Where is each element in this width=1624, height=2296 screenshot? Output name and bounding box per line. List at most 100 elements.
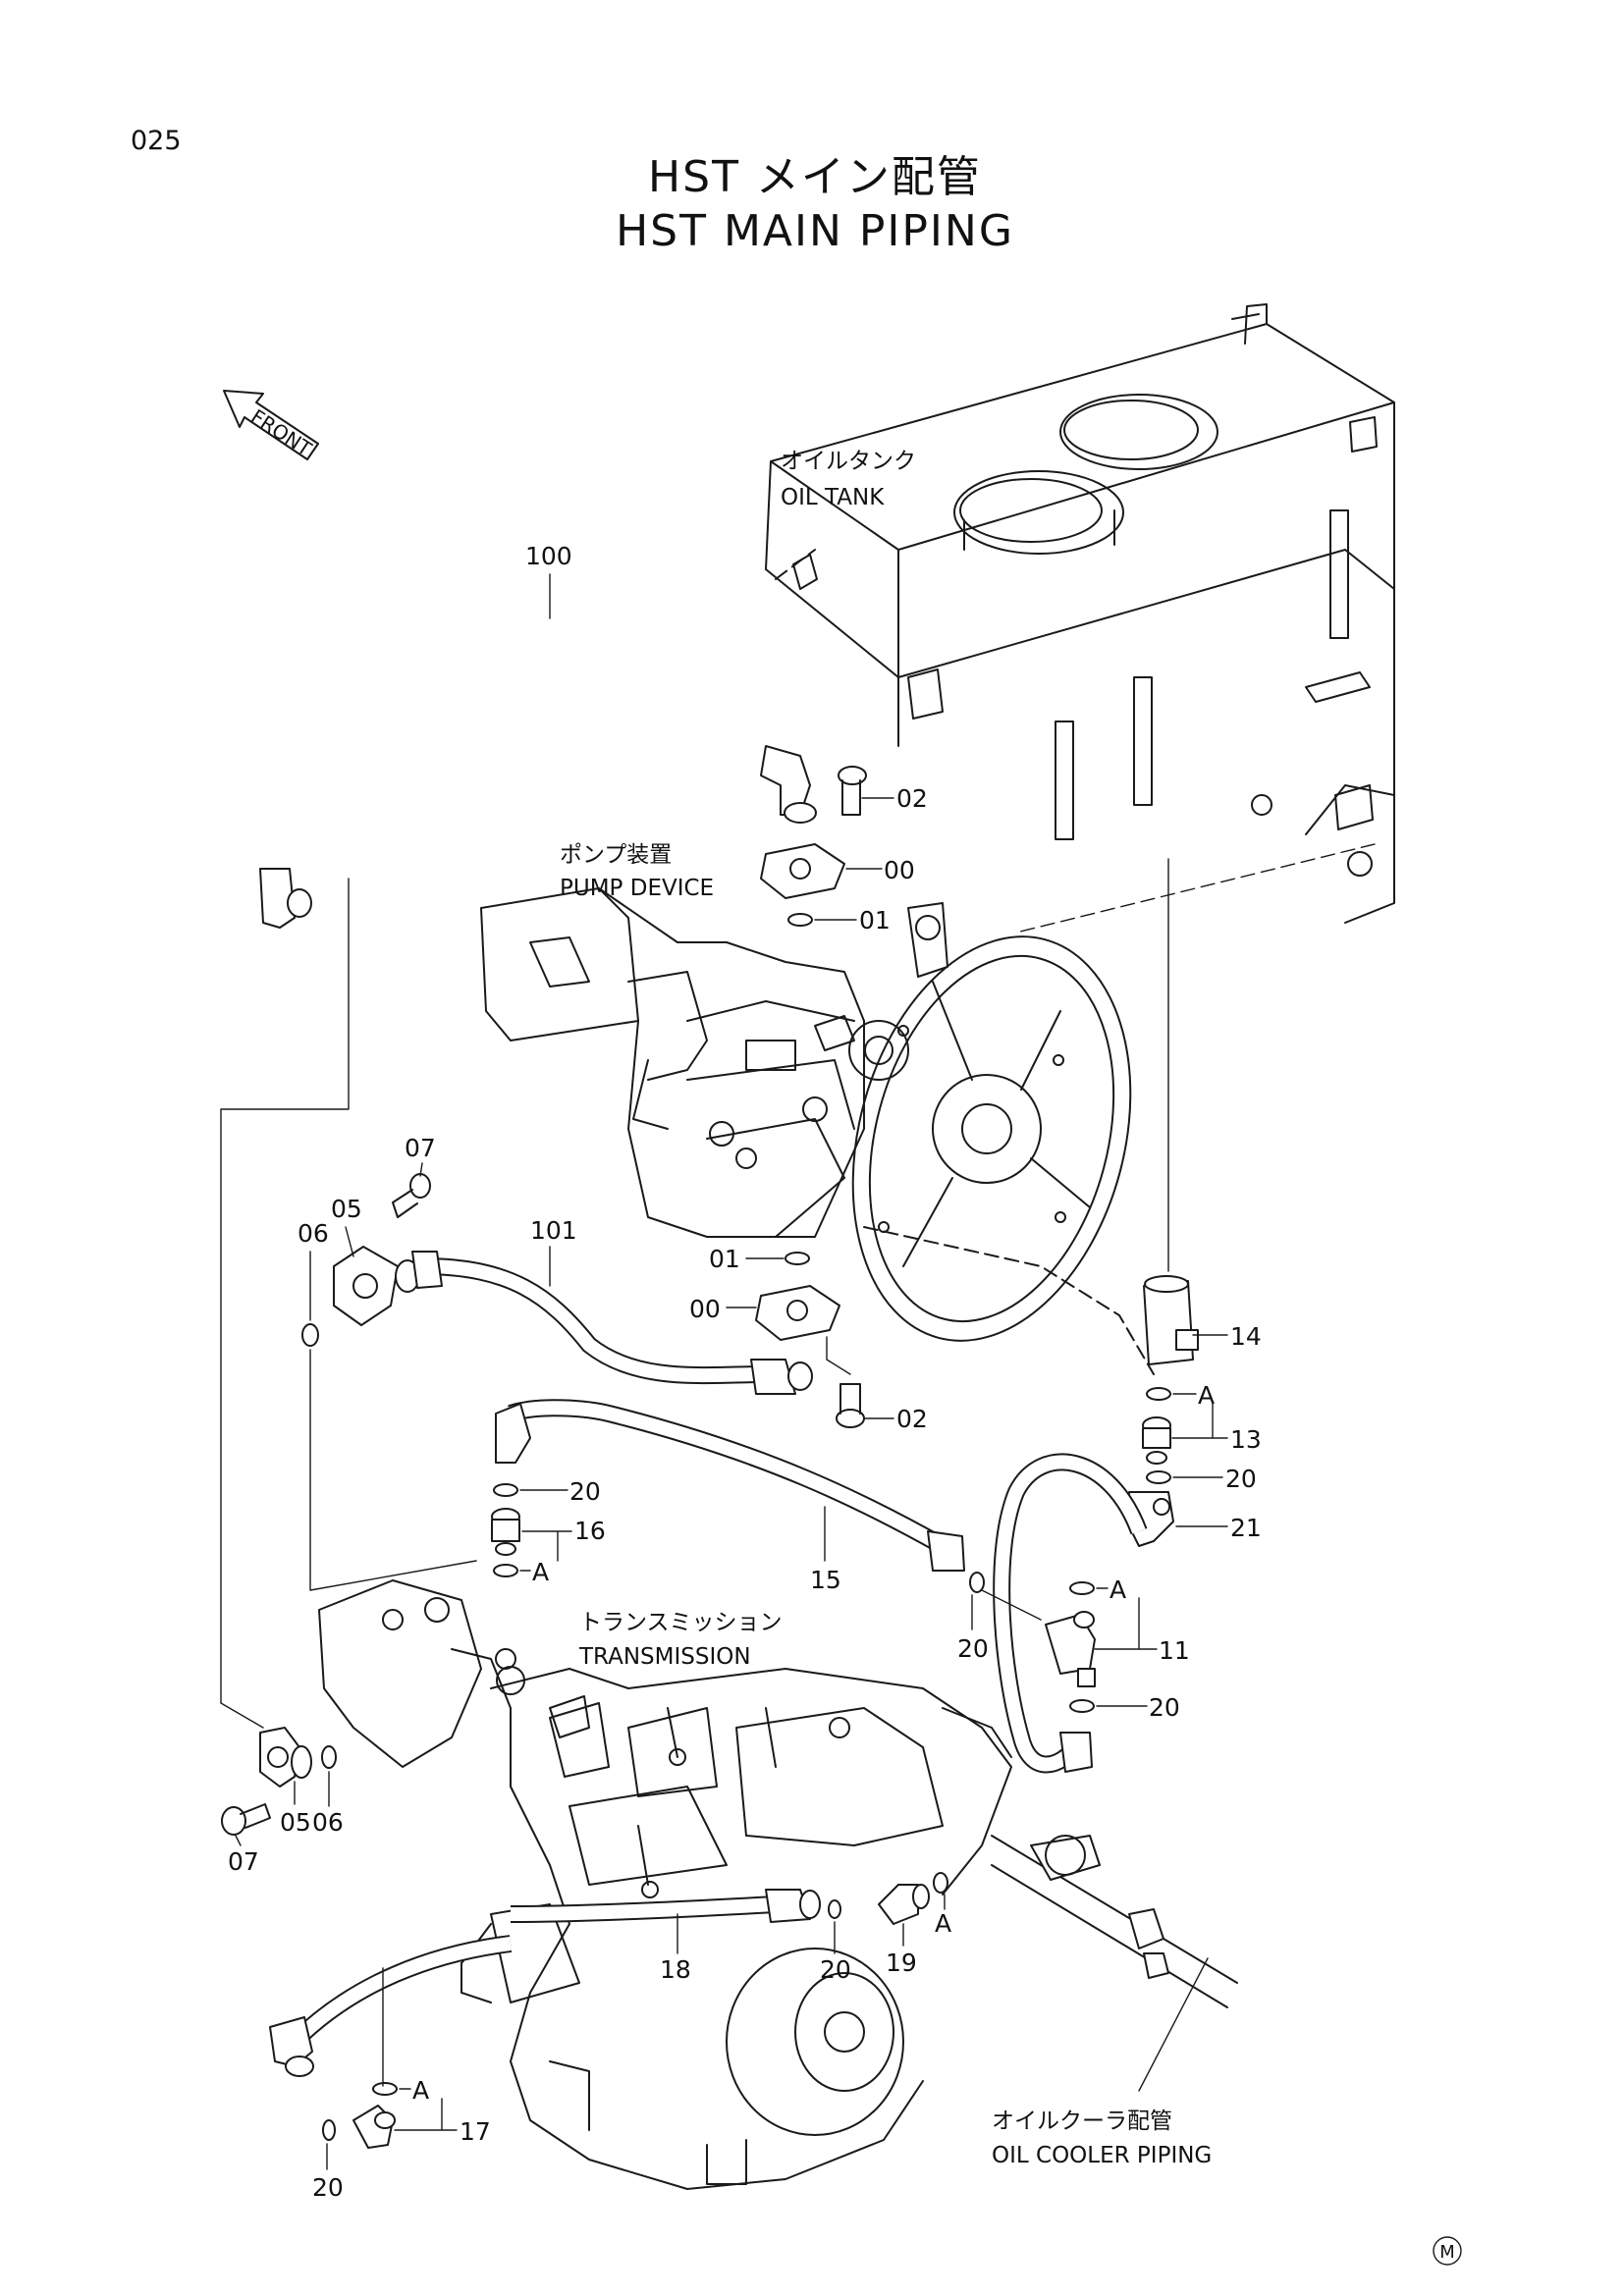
- callout-A-3: A: [1110, 1575, 1126, 1604]
- callout-07-lower: 07: [228, 1847, 259, 1876]
- elbow-19: [878, 1884, 930, 1925]
- callout-05-upper: 05: [331, 1195, 362, 1223]
- frame-line-left-lower: [309, 1349, 477, 1591]
- callout-19: 19: [886, 1949, 917, 1977]
- callout-18: 18: [660, 1955, 691, 1984]
- callout-A-4: A: [935, 1909, 951, 1938]
- hose-100: [259, 619, 817, 929]
- callout-11: 11: [1159, 1636, 1190, 1665]
- leader-oil-cooler: [1138, 1957, 1209, 2092]
- pump-device-drawing: [480, 887, 1155, 1375]
- callout-01-lower: 01: [709, 1245, 740, 1273]
- oring-06-upper: [301, 1323, 319, 1347]
- mark-letter: M: [1439, 2242, 1455, 2263]
- hose-17: [269, 1935, 513, 2077]
- frame-line-left-upper: [220, 878, 350, 1704]
- leader-bolt-02-lower-axis: [826, 1336, 851, 1375]
- frame-line-to-flange-05: [220, 1702, 264, 1729]
- oring-A-19: [933, 1872, 948, 1894]
- callout-06-lower: 06: [312, 1808, 344, 1837]
- tank-dashed-reference: [1015, 843, 1376, 934]
- transmission-label-jp: トランスミッション: [579, 1610, 783, 1635]
- leader-11: [981, 1589, 1158, 1650]
- front-arrow-icon: FRONT: [223, 390, 319, 461]
- callout-14: 14: [1230, 1322, 1262, 1351]
- leader-17: [394, 2098, 458, 2131]
- pump-device-label-en: PUMP DEVICE: [560, 876, 714, 901]
- callout-02-lower: 02: [896, 1405, 928, 1433]
- callout-02-upper: 02: [896, 784, 928, 813]
- hose-right-loop: [993, 1453, 1148, 1774]
- oring-01-lower: [785, 1252, 810, 1265]
- oring-20-f: [322, 2119, 336, 2141]
- callout-20-b: 20: [569, 1477, 601, 1506]
- oring-20-d: [1069, 1699, 1095, 1713]
- callout-A-1: A: [1198, 1381, 1215, 1410]
- flange-05-lower: [259, 1727, 312, 1788]
- oring-A-11: [1069, 1581, 1095, 1595]
- callout-00-upper: 00: [884, 856, 915, 884]
- callout-20-c: 20: [957, 1634, 989, 1663]
- bolt-07-lower: [221, 1803, 271, 1836]
- oil-tank-label-en: OIL TANK: [781, 485, 885, 510]
- oil-cooler-piping-drawing: [991, 1835, 1238, 2008]
- front-label: FRONT: [246, 404, 316, 461]
- callout-A-5: A: [412, 2076, 429, 2105]
- oil-tank-drawing: [765, 303, 1395, 924]
- callout-01-upper: 01: [859, 906, 891, 934]
- flange-00-lower: [755, 1285, 840, 1341]
- flange-00-upper: [760, 843, 845, 899]
- leader-07-upper: [419, 1162, 423, 1177]
- callout-16: 16: [574, 1517, 606, 1545]
- leader-07-lower: [235, 1835, 242, 1846]
- page-number: 025: [131, 126, 182, 156]
- oil-cooler-label-jp: オイルクーラ配管: [992, 2109, 1172, 2134]
- oring-A-13: [1146, 1387, 1171, 1401]
- callout-20-d: 20: [1149, 1693, 1180, 1722]
- pump-device-label-jp: ポンプ装置: [560, 842, 672, 868]
- mark-circle: [1433, 2236, 1462, 2266]
- fitting-14: [1143, 1275, 1199, 1365]
- callout-20-e: 20: [820, 1955, 851, 1984]
- callout-20-a: 20: [1225, 1465, 1257, 1493]
- title-english: HST MAIN PIPING: [616, 206, 1014, 256]
- callout-100: 100: [525, 542, 572, 570]
- hose-101: [411, 1251, 813, 1395]
- bolt-07-upper: [392, 1173, 431, 1218]
- callout-21: 21: [1230, 1514, 1262, 1542]
- elbow-17: [352, 2105, 396, 2149]
- bolt-02-upper: [838, 766, 867, 816]
- transmission-label-en: TRANSMISSION: [578, 1644, 751, 1670]
- callout-17: 17: [460, 2117, 491, 2146]
- callout-06-upper: 06: [298, 1219, 329, 1248]
- oring-20-a: [1146, 1470, 1171, 1484]
- oring-01-upper: [787, 913, 813, 927]
- oring-20-c: [969, 1572, 985, 1593]
- callout-A-2: A: [532, 1558, 549, 1586]
- hose-18: [510, 1889, 821, 1923]
- callout-05-lower: 05: [280, 1808, 311, 1837]
- flange-05-upper: [333, 1246, 420, 1326]
- oil-tank-label-jp: オイルタンク: [781, 449, 916, 474]
- hose-15: [495, 1399, 965, 1572]
- callout-00-lower: 00: [689, 1295, 721, 1323]
- leader-13: [1171, 1403, 1228, 1439]
- callout-101: 101: [530, 1216, 577, 1245]
- leader-16: [521, 1530, 572, 1562]
- adapter-16: [491, 1508, 520, 1556]
- leader-05-upper: [345, 1226, 354, 1257]
- bolt-02-lower: [836, 1383, 865, 1428]
- oring-A-17: [372, 2082, 398, 2096]
- callout-13: 13: [1230, 1425, 1262, 1454]
- oil-cooler-label-en: OIL COOLER PIPING: [992, 2143, 1212, 2168]
- callout-20-f: 20: [312, 2173, 344, 2202]
- oring-20-b: [493, 1483, 518, 1497]
- tee-11: [1045, 1611, 1096, 1687]
- oring-06-lower: [321, 1745, 337, 1769]
- title-japanese: HST メイン配管: [648, 152, 982, 202]
- callout-07-upper: 07: [405, 1134, 436, 1162]
- oring-20-e: [828, 1899, 841, 1919]
- oring-A-16: [493, 1564, 518, 1577]
- callout-15: 15: [810, 1566, 841, 1594]
